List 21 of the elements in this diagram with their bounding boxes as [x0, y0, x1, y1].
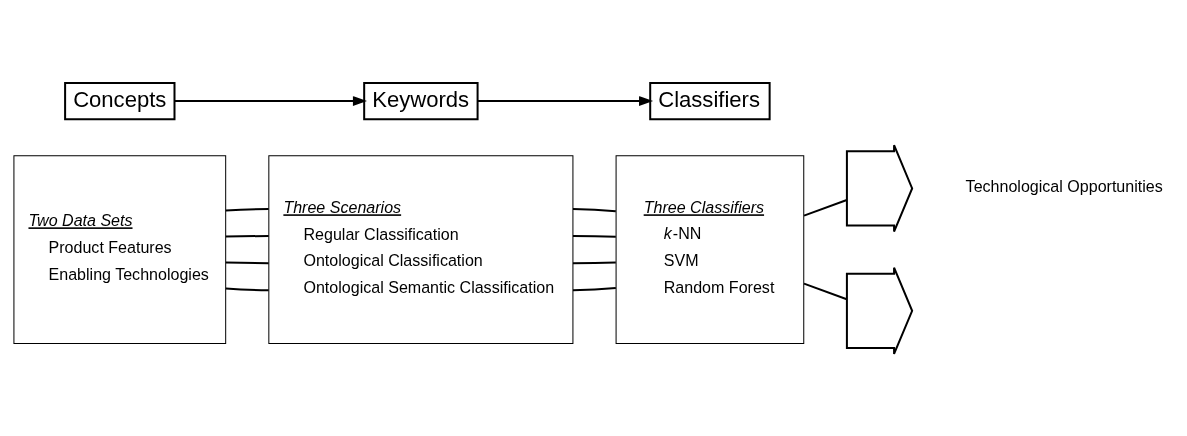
- connector: [803, 198, 848, 217]
- connector: [225, 207, 269, 212]
- label: Technological Opportunities: [965, 176, 1163, 195]
- node-box: Classifiers: [649, 81, 771, 120]
- arrow: [174, 95, 367, 106]
- node-box: Concepts: [64, 81, 176, 120]
- node-box: Keywords: [363, 81, 479, 120]
- node-arrow: [845, 143, 914, 233]
- node-box: Two Data Sets Product Features Enabling Technologies: [13, 154, 227, 344]
- node-arrow: [845, 266, 914, 355]
- connector: [225, 234, 269, 238]
- connector: [803, 282, 848, 300]
- arrow: [477, 95, 654, 106]
- connector: [572, 234, 616, 238]
- connector: [225, 261, 269, 264]
- connector: [572, 260, 616, 264]
- node-box: Three Classifiers k-NN SVM Random Forest: [615, 154, 805, 344]
- connector: [225, 287, 269, 291]
- connector: [572, 207, 616, 212]
- node-box: Three Scenarios Regular Classification Ontological Classification Ontological Semantic Classification: [268, 154, 574, 344]
- connector: [572, 286, 616, 291]
